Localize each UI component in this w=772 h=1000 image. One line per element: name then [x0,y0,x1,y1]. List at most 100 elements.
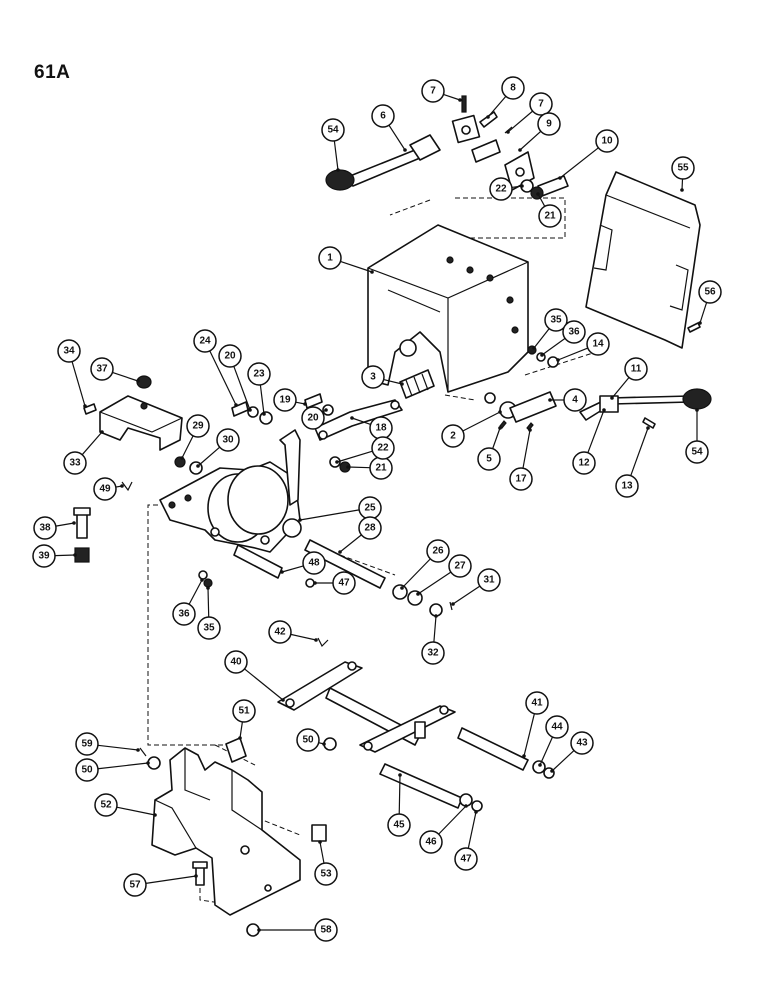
callout-28: 28 [338,516,382,554]
callout-circle [57,339,81,363]
callout-22: 22 [489,177,524,201]
callout-arrow-tip [72,521,76,525]
callout-circle [197,616,221,640]
callout-arrow-tip [558,176,562,180]
callout-arrow-tip [506,130,510,134]
callout-17: 17 [509,428,533,491]
callout-number: 42 [274,627,286,638]
callout-circle [361,365,385,389]
callout-arrow-tip [136,748,140,752]
callout-number: 13 [621,481,633,492]
callout-leader-line [81,431,103,456]
callout-42: 42 [268,620,318,644]
callout-circle [224,650,248,674]
callout-circle [296,728,320,752]
callout-number: 35 [203,623,215,634]
callout-leader-line [467,811,477,849]
callout-circle [563,388,587,412]
callout-leader-line [233,366,251,411]
callout-14: 14 [556,332,610,362]
callout-arrow-tip [280,570,284,574]
callout-36: 36 [172,578,204,626]
callout-20: 20 [218,344,252,412]
callout-34: 34 [57,339,87,408]
callout-29: 29 [180,414,210,460]
callout-circle [387,813,411,837]
callout-circle [332,571,356,595]
callout-leader-line [417,571,452,595]
callout-arrow-tip [196,464,200,468]
callout-57: 57 [123,873,198,897]
callout-number: 3 [370,372,376,383]
callout-leader-line [319,841,325,864]
central-housing [159,429,302,553]
callout-arrow-tip [120,484,124,488]
callout-circle [538,204,562,228]
callout-leader-line [433,615,437,643]
callout-circle [63,451,87,475]
lower-hand-lever [579,388,712,429]
callout-arrow-tip [262,412,266,416]
callout-leader-line [347,466,371,469]
callout-arrow-tip [238,736,242,740]
callout-number: 45 [393,820,405,831]
callout-number: 1 [327,253,333,264]
callout-35: 35 [197,586,221,640]
callout-number: 22 [377,443,389,454]
callout-circle [477,447,501,471]
callout-number: 50 [81,765,93,776]
callout-circle [218,344,242,368]
callout-circle [509,467,533,491]
callout-arrow-tip [474,810,478,814]
callout-leader-line [181,435,194,459]
pin-41-assembly [457,727,555,779]
callout-arrow-tip [350,416,354,420]
callout-circle [172,602,196,626]
base-pedestal [151,747,327,937]
callout-5: 5 [477,426,502,471]
callout-circle [90,357,114,381]
callout-44: 44 [538,715,569,767]
callout-number: 25 [364,503,376,514]
callout-leader-line [533,328,550,349]
callout-51: 51 [232,699,256,740]
callout-number: 30 [222,435,234,446]
callout-circle [314,862,338,886]
callout-leader-line [259,384,265,415]
callout-22: 22 [335,436,395,464]
callout-arrow-tip [370,270,374,274]
callout-leader-line [244,668,284,701]
callout-leader-line [388,124,406,151]
callout-7: 7 [506,92,553,134]
callout-47: 47 [313,571,356,595]
callout-43: 43 [550,731,594,773]
callout-circle [318,246,342,270]
callout-arrow-tip [298,518,302,522]
callout-number: 44 [551,722,563,733]
callout-leader-line [452,585,481,605]
callout-number: 5 [486,454,492,465]
right-small-hardware [527,345,559,368]
callout-circle [570,731,594,755]
callout-number: 18 [375,423,387,434]
callout-leader-line [112,371,139,382]
callout-circle [273,388,297,412]
callout-41: 41 [522,691,549,758]
callout-number: 58 [320,925,332,936]
callout-number: 23 [253,369,265,380]
callout-circle [529,92,553,116]
shield-bolt [687,322,701,333]
callout-number: 47 [338,578,350,589]
callout-circle [123,873,147,897]
callout-circle [75,732,99,756]
callout-leader-line [487,95,507,118]
callout-circle [371,104,395,128]
callout-39: 39 [32,544,77,568]
callout-number: 17 [515,474,527,485]
callout-leader-line [462,411,501,432]
callout-arrow-tip [335,460,339,464]
page-title: 61A [34,62,71,83]
callout-number: 38 [39,523,51,534]
callout-2: 2 [441,410,502,448]
